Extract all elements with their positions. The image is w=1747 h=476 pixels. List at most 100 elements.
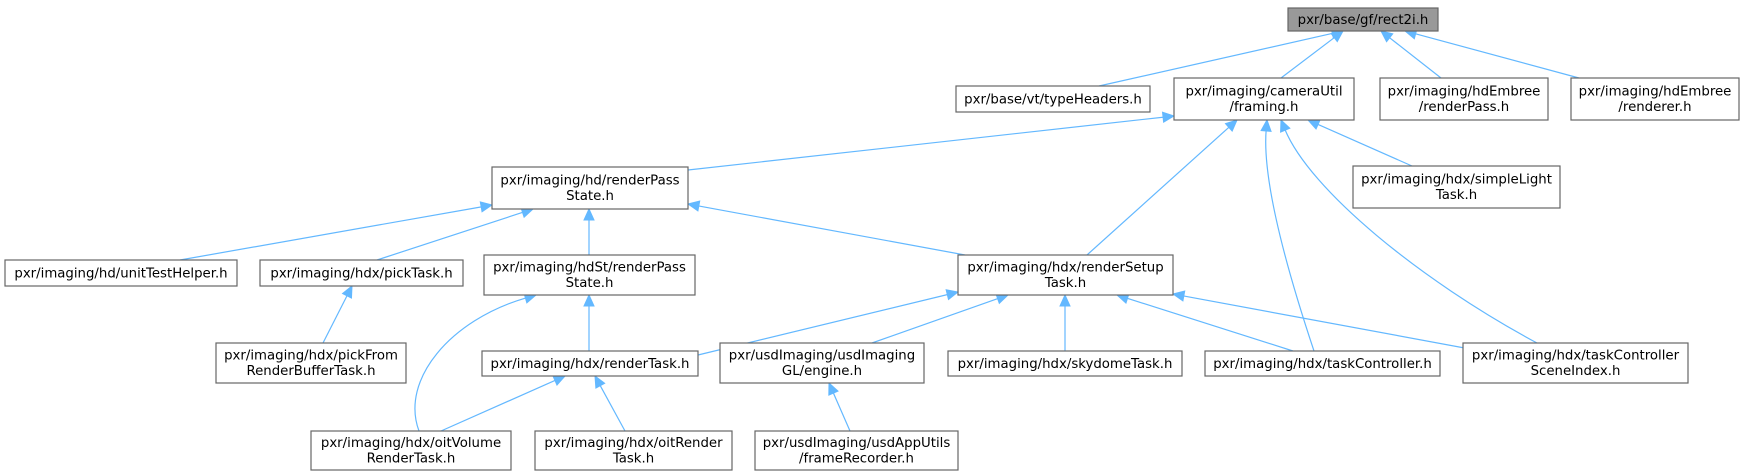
node-box [1204,350,1441,377]
node-label-line: pxr/imaging/hdEmbree [1579,85,1732,100]
node-label-line: pxr/imaging/hd/unitTestHelper.h [14,266,227,281]
edge-oitRenderTask-to-renderTask [594,374,626,432]
edge-framing-to-rect2i [1280,30,1344,79]
node-rect2i: pxr/base/gf/rect2i.h [1287,7,1439,32]
node-box [955,85,1151,113]
edge-line [697,205,966,256]
node-box [1173,77,1355,121]
edge-line [1265,129,1315,352]
node-label-line: pxr/usdImaging/usdAppUtils [763,436,951,451]
edge-engine-to-renderSetupTask [871,293,1010,344]
arrowhead-icon [552,375,567,386]
node-box [483,254,696,296]
node-embreeRenderPass[interactable]: pxr/imaging/hdEmbree/renderPass.h [1379,77,1549,121]
arrowhead-icon [1380,30,1394,43]
edge-line [1126,297,1294,352]
node-label-line: /frameRecorder.h [799,452,914,467]
edge-taskControllerSceneIndex-to-framing [1280,118,1538,344]
node-label-line: Task.h [1044,276,1086,291]
edge-typeHeaders-to-rect2i [1098,27,1345,87]
node-label-line: /renderer.h [1618,100,1691,115]
edge-pickFromRenderBufferTask-to-pickTask [322,284,353,344]
edge-taskController-to-renderSetupTask [1115,292,1294,352]
edge-line [1086,126,1230,256]
edge-line [1388,36,1442,79]
node-label-line: pxr/imaging/hdx/simpleLight [1361,173,1552,188]
node-label-line: SceneIndex.h [1531,364,1621,379]
arrowhead-icon [1161,111,1176,124]
node-box [215,342,407,384]
edge-renderSetupTask-to-framing [1086,119,1238,256]
node-label-line: State.h [566,276,614,291]
edge-line [179,206,483,261]
node-label-line: pxr/imaging/hdSt/renderPass [493,261,686,276]
node-label-line: /renderPass.h [1419,100,1509,115]
edge-taskControllerSceneIndex-to-renderSetupTask [1171,290,1471,350]
arrowhead-icon [583,207,595,221]
node-label-line: /framing.h [1230,100,1299,115]
node-box [481,350,699,377]
arrowhead-icon [1059,293,1071,307]
arrowhead-icon [341,284,353,299]
node-label-line: pxr/imaging/cameraUtil [1185,85,1342,100]
node-label-line: pxr/imaging/hdx/pickFrom [224,349,398,364]
edge-line [1284,129,1538,344]
edge-line [687,116,1165,171]
node-label-line: pxr/imaging/hdx/skydomeTask.h [958,357,1173,372]
node-skydomeTask[interactable]: pxr/imaging/hdx/skydomeTask.h [947,350,1183,377]
node-typeHeaders[interactable]: pxr/base/vt/typeHeaders.h [955,85,1151,113]
edge-oitVolumeRenderTask-to-hdStRenderPassState [414,292,538,432]
node-box [1462,342,1689,384]
node-label-line: pxr/imaging/hdx/taskController [1472,349,1680,364]
edge-line [1280,36,1336,79]
node-label-line: GL/engine.h [782,364,862,379]
arrowhead-icon [828,381,839,396]
node-renderTask[interactable]: pxr/imaging/hdx/renderTask.h [481,350,699,377]
node-box [754,430,959,471]
edge-embreeRenderPass-to-rect2i [1380,30,1442,79]
edge-pickTask-to-hdRenderPassState [376,207,535,261]
node-frameRecorder[interactable]: pxr/usdImaging/usdAppUtils/frameRecorder… [754,430,959,471]
node-box [1287,7,1439,32]
node-box [4,259,238,287]
node-pickTask[interactable]: pxr/imaging/hdx/pickTask.h [259,259,464,287]
edge-line [414,297,527,432]
edge-line [599,384,626,432]
node-label-line: RenderBufferTask.h [246,364,375,379]
node-framing[interactable]: pxr/imaging/cameraUtil/framing.h [1173,77,1355,121]
arrowhead-icon [1171,290,1186,302]
node-box [947,350,1183,377]
edge-line [1414,33,1580,79]
arrowhead-icon [583,293,595,307]
edge-hdStRenderPassState-to-hdRenderPassState [583,207,595,255]
arrowhead-icon [1306,119,1321,130]
edge-line [322,294,348,344]
edge-line [440,379,557,432]
node-box [1570,77,1740,121]
node-unitTestHelper[interactable]: pxr/imaging/hd/unitTestHelper.h [4,259,238,287]
edge-taskController-to-framing [1260,118,1315,352]
node-embreeRenderer[interactable]: pxr/imaging/hdEmbree/renderer.h [1570,77,1740,121]
edge-unitTestHelper-to-hdRenderPassState [179,201,494,261]
node-label-line: pxr/imaging/hdx/renderTask.h [491,357,690,372]
node-box [957,254,1174,296]
node-box [1379,77,1549,121]
edge-frameRecorder-to-engine [828,381,851,432]
node-taskController[interactable]: pxr/imaging/hdx/taskController.h [1204,350,1441,377]
node-pickFromRenderBufferTask[interactable]: pxr/imaging/hdx/pickFromRenderBufferTask… [215,342,407,384]
edge-line [1098,32,1334,87]
node-box [719,342,925,384]
edge-line [1316,123,1413,167]
arrowhead-icon [1224,119,1238,132]
node-label-line: pxr/imaging/hdx/renderSetup [967,261,1163,276]
node-taskControllerSceneIndex[interactable]: pxr/imaging/hdx/taskControllerSceneIndex… [1462,342,1689,384]
node-box [534,430,733,471]
